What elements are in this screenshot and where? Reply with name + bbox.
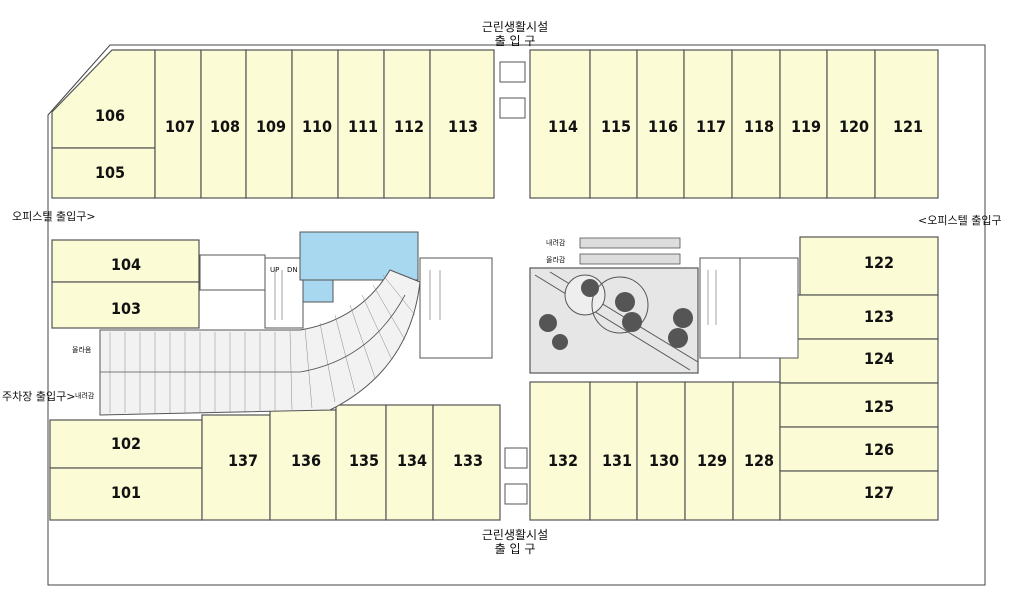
unit-label: 123 <box>864 307 894 326</box>
unit-119[interactable] <box>779 49 828 199</box>
unit-label: 102 <box>111 434 141 453</box>
unit-label: 104 <box>111 255 141 274</box>
unit-label: 131 <box>602 451 632 470</box>
unit-126[interactable] <box>779 426 939 472</box>
top-entrance-line1: 근린생활시설 <box>481 20 549 34</box>
ramp-up-label: 올라옴 <box>72 346 92 354</box>
core-center-stair <box>419 257 493 359</box>
unit-108[interactable] <box>200 49 247 199</box>
door-bottom-2[interactable] <box>504 483 528 505</box>
door-top-1[interactable] <box>499 61 526 83</box>
unit-120[interactable] <box>826 49 876 199</box>
unit-117[interactable] <box>683 49 733 199</box>
unit-106[interactable] <box>51 49 156 149</box>
escalator-up-label: 올라감 <box>546 256 566 264</box>
office-entrance-left: 오피스텔 출입구> <box>12 210 96 223</box>
unit-123[interactable] <box>779 294 939 340</box>
unit-111[interactable] <box>337 49 385 199</box>
unit-label: 125 <box>864 397 894 416</box>
unit-label: 128 <box>744 451 774 470</box>
unit-label: 130 <box>649 451 679 470</box>
unit-label: 132 <box>548 451 578 470</box>
unit-label: 113 <box>448 117 478 136</box>
unit-107[interactable] <box>154 49 202 199</box>
unit-115[interactable] <box>589 49 638 199</box>
unit-label: 136 <box>291 451 321 470</box>
unit-132[interactable] <box>529 381 591 521</box>
unit-127[interactable] <box>779 470 939 521</box>
unit-label: 103 <box>111 299 141 318</box>
unit-101[interactable] <box>49 467 203 521</box>
parking-entrance: 주차장 출입구> <box>2 390 76 403</box>
top-entrance-line2: 출 입 구 <box>494 34 536 48</box>
unit-104[interactable] <box>51 239 200 283</box>
bottom-entrance-line1: 근린생활시설 <box>481 528 549 542</box>
unit-label: 120 <box>839 117 869 136</box>
unit-label: 112 <box>394 117 424 136</box>
unit-label: 129 <box>697 451 727 470</box>
unit-label: 114 <box>548 117 578 136</box>
stair-up-label: UP <box>270 266 280 274</box>
core-right-elevators <box>739 257 799 359</box>
unit-label: 127 <box>864 483 894 502</box>
unit-label: 117 <box>696 117 726 136</box>
unit-label: 107 <box>165 117 195 136</box>
unit-118[interactable] <box>731 49 781 199</box>
door-top-2[interactable] <box>499 97 526 119</box>
ramp-down-label: 내려감 <box>75 392 95 400</box>
office-entrance-right: <오피스텔 출입구 <box>918 214 1002 227</box>
unit-label: 134 <box>397 451 427 470</box>
unit-label: 135 <box>349 451 379 470</box>
unit-label: 119 <box>791 117 821 136</box>
core-right-stair <box>699 257 741 359</box>
stair-down-label: DN <box>287 266 298 274</box>
unit-122[interactable] <box>799 236 939 296</box>
escalator-down-label: 내려감 <box>546 239 566 247</box>
unit-label: 121 <box>893 117 923 136</box>
unit-label: 126 <box>864 440 894 459</box>
unit-label: 124 <box>864 349 894 368</box>
unit-109[interactable] <box>245 49 293 199</box>
unit-121[interactable] <box>874 49 939 199</box>
unit-133[interactable] <box>432 404 501 521</box>
unit-label: 133 <box>453 451 483 470</box>
unit-label: 108 <box>210 117 240 136</box>
unit-label: 110 <box>302 117 332 136</box>
unit-112[interactable] <box>383 49 431 199</box>
unit-128[interactable] <box>732 381 781 521</box>
unit-label: 122 <box>864 253 894 272</box>
core-left-elevators <box>199 254 266 291</box>
unit-label: 137 <box>228 451 258 470</box>
unit-129[interactable] <box>684 381 734 521</box>
unit-label: 118 <box>744 117 774 136</box>
unit-131[interactable] <box>589 381 638 521</box>
unit-label: 106 <box>95 106 125 125</box>
unit-124[interactable] <box>779 338 939 384</box>
unit-label: 101 <box>111 483 141 502</box>
unit-110[interactable] <box>291 49 339 199</box>
bottom-entrance-label: 근린생활시설 출 입 구 <box>470 528 560 556</box>
bottom-entrance-line2: 출 입 구 <box>494 542 536 556</box>
unit-125[interactable] <box>779 382 939 428</box>
restroom-area-2 <box>302 279 334 303</box>
unit-105[interactable] <box>51 147 156 199</box>
escalators <box>579 237 681 265</box>
unit-134[interactable] <box>385 404 434 521</box>
restroom-area <box>299 231 419 281</box>
unit-135[interactable] <box>335 404 387 521</box>
top-entrance-label: 근린생활시설 출 입 구 <box>470 20 560 48</box>
unit-label: 105 <box>95 163 125 182</box>
parking-ramp <box>99 269 421 416</box>
unit-103[interactable] <box>51 281 200 329</box>
unit-label: 109 <box>256 117 286 136</box>
unit-label: 116 <box>648 117 678 136</box>
unit-label: 115 <box>601 117 631 136</box>
unit-137[interactable] <box>201 414 271 521</box>
unit-113[interactable] <box>429 49 495 199</box>
garden-atrium <box>529 267 699 374</box>
unit-label: 111 <box>348 117 378 136</box>
unit-136[interactable] <box>269 409 337 521</box>
door-bottom-1[interactable] <box>504 447 528 469</box>
